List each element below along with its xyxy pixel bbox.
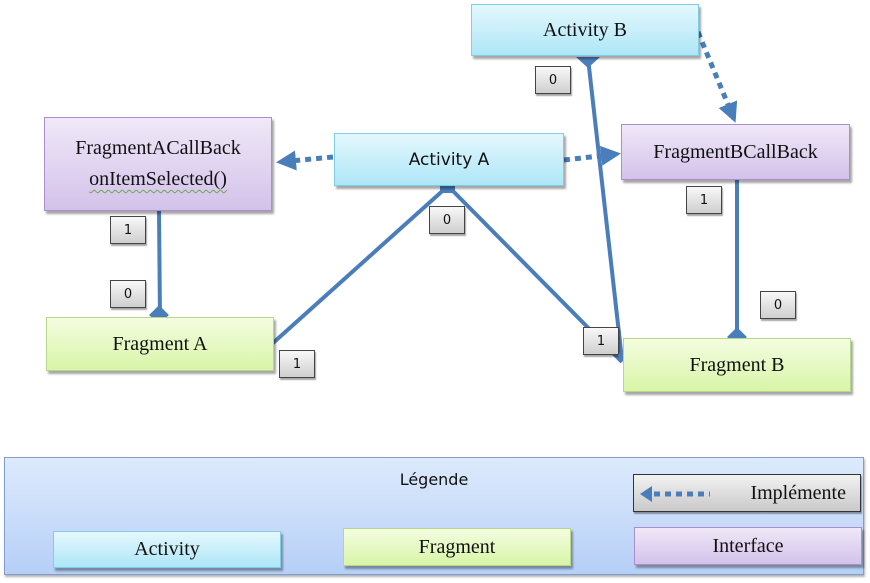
multiplicity-fragment-a-top: 0	[110, 280, 146, 308]
legend-fragment: Fragment	[343, 528, 571, 566]
link-activity-b-to-fragment-b	[586, 57, 624, 361]
legend-activity: Activity	[53, 531, 281, 568]
activity-a-label: Activity A	[408, 149, 490, 170]
legend-panel: Légende Implémente Activity Fragment Int…	[4, 457, 864, 575]
legend-implements-label: Implémente	[750, 481, 846, 504]
multiplicity-fb-callback: 1	[686, 186, 722, 214]
legend-interface: Interface	[634, 527, 862, 565]
multiplicity-fragment-a-right: 1	[279, 350, 315, 378]
legend-title: Légende	[399, 470, 469, 489]
legend-activity-label: Activity	[134, 538, 200, 560]
implements-arrow-activity-a-to-fa-callback	[276, 150, 334, 171]
implements-arrow-activity-b-to-fb-callback	[695, 31, 738, 123]
fragment-a-node[interactable]: Fragment A	[46, 317, 274, 371]
dotted-arrow-icon	[640, 486, 710, 502]
arrowhead-activity-b	[576, 57, 600, 68]
implements-arrow-activity-a-to-fb-callback	[563, 145, 621, 166]
legend-interface-label: Interface	[712, 534, 784, 557]
fragment-a-callback-label: FragmentACallBack	[75, 137, 241, 159]
fragment-a-label: Fragment A	[112, 332, 208, 355]
link-fa-callback-to-fragment-a	[157, 210, 162, 319]
fragment-b-label: Fragment B	[689, 353, 785, 376]
legend-implements: Implémente	[633, 474, 861, 512]
fragment-b-node[interactable]: Fragment B	[623, 338, 851, 392]
multiplicity-activity-a: 0	[429, 206, 465, 234]
multiplicity-fragment-b-top: 0	[760, 291, 796, 319]
on-item-selected-method: onItemSelected()	[89, 168, 227, 190]
multiplicity-fa-callback: 1	[110, 216, 146, 244]
activity-b-label: Activity B	[543, 18, 627, 41]
activity-b-node[interactable]: Activity B	[471, 4, 699, 56]
activity-a-node[interactable]: Activity A	[334, 133, 564, 186]
fragment-b-callback-label: FragmentBCallBack	[653, 140, 818, 163]
link-activity-a-to-fragment-a	[271, 184, 450, 345]
legend-fragment-label: Fragment	[418, 535, 496, 558]
multiplicity-activity-b: 0	[535, 66, 571, 94]
fragment-a-callback-node[interactable]: FragmentACallBack onItemSelected()	[44, 117, 272, 211]
fragment-b-callback-node[interactable]: FragmentBCallBack	[621, 124, 850, 180]
multiplicity-fragment-b-left: 1	[583, 327, 619, 355]
